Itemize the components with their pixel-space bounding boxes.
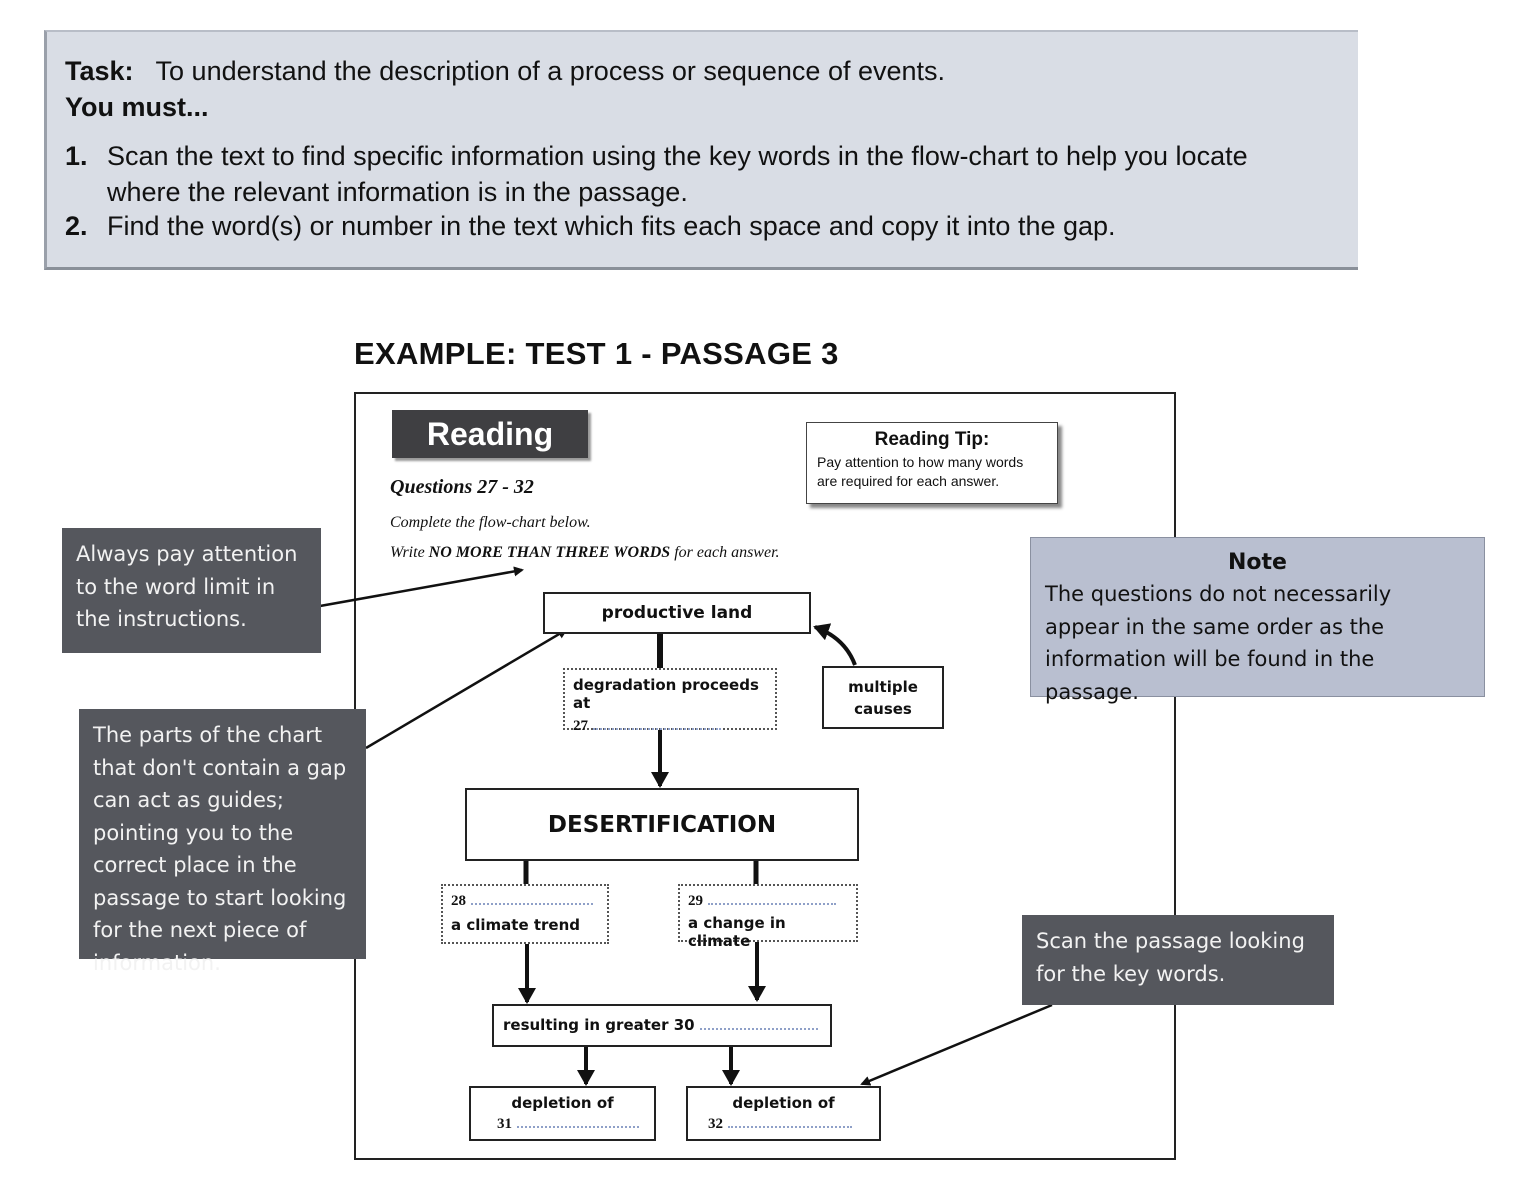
pointer-guides	[365, 628, 568, 750]
answer-gap-32	[728, 1125, 853, 1128]
callout-word-limit: Always pay attention to the word limit i…	[62, 528, 321, 653]
question-28-number: 28	[451, 893, 466, 909]
answer-gap-27	[593, 727, 722, 730]
step-2-text: Find the word(s) or number in the text w…	[107, 211, 1116, 241]
must-heading: You must...	[65, 92, 209, 122]
depletion-32-label: depletion of	[732, 1094, 835, 1112]
note-title: Note	[1228, 550, 1287, 575]
climate-trend-label: a climate trend	[451, 916, 580, 934]
resulting-label: resulting in greater 30	[503, 1016, 695, 1034]
instruction-complete: Complete the flow-chart below.	[390, 514, 591, 531]
pointer-word-limit	[319, 566, 524, 608]
instruction-pre: Write	[390, 544, 429, 561]
task-line: Task: To understand the description of a …	[65, 56, 945, 87]
gap-32: 32	[696, 1114, 871, 1133]
reading-tip-body: Pay attention to how many words are requ…	[817, 454, 1024, 489]
arrow-causes-to-land	[813, 623, 857, 666]
note-box: Note The questions do not necessarily ap…	[1030, 537, 1485, 704]
example-title: EXAMPLE: TEST 1 - PASSAGE 3	[354, 336, 839, 371]
box-desertification: DESERTIFICATION	[465, 788, 859, 861]
degradation-label: degradation proceeds at	[573, 676, 759, 712]
reading-tip-box: Reading Tip: Pay attention to how many w…	[806, 422, 1058, 504]
questions-heading: Questions 27 - 32	[390, 476, 534, 498]
question-32-number: 32	[708, 1116, 723, 1132]
task-text: To understand the description of a proce…	[155, 56, 946, 86]
depletion-31-label: depletion of	[511, 1094, 614, 1112]
answer-gap-29	[708, 902, 837, 905]
note-body: The questions do not necessarily appear …	[1045, 582, 1392, 704]
gap-29: 29	[688, 891, 848, 910]
question-31-number: 31	[497, 1116, 512, 1132]
instruction-post: for each answer.	[670, 544, 780, 561]
gap-31: 31	[479, 1114, 646, 1133]
gap-27: 27	[573, 716, 767, 735]
step-1-text: Scan the text to find specific informati…	[107, 141, 1248, 207]
answer-gap-28	[471, 902, 594, 905]
box-change-in-climate: 29 a change in climate	[678, 884, 858, 950]
pointer-scan	[860, 1003, 1053, 1086]
box-productive-land: productive land	[543, 592, 811, 634]
box-depletion-31: depletion of 31	[469, 1086, 656, 1141]
instruction-word-limit: Write NO MORE THAN THREE WORDS for each …	[390, 544, 780, 562]
box-multiple-causes: multiple causes	[822, 666, 944, 729]
box-resulting: resulting in greater 30	[492, 1004, 832, 1047]
task-banner: Task: To understand the description of a …	[44, 30, 1358, 270]
step-1-number: 1.	[65, 141, 88, 171]
instruction-bold: NO MORE THAN THREE WORDS	[428, 544, 671, 561]
box-climate-trend: 28 a climate trend	[441, 884, 609, 944]
reading-tip-title: Reading Tip:	[874, 429, 990, 450]
box-depletion-32: depletion of 32	[686, 1086, 881, 1141]
question-29-number: 29	[688, 893, 703, 909]
task-label: Task:	[65, 56, 134, 86]
callout-guides: The parts of the chart that don't contai…	[79, 709, 366, 975]
answer-gap-30	[699, 1027, 818, 1030]
gap-28: 28	[451, 891, 599, 910]
change-in-climate-label: a change in climate	[688, 914, 786, 950]
step-2-number: 2.	[65, 211, 88, 241]
box-degradation: degradation proceeds at 27	[563, 668, 777, 734]
question-27-number: 27	[573, 718, 588, 734]
callout-scan: Scan the passage looking for the key wor…	[1022, 915, 1334, 1005]
answer-gap-31	[517, 1125, 640, 1128]
reading-badge: Reading	[392, 410, 588, 458]
